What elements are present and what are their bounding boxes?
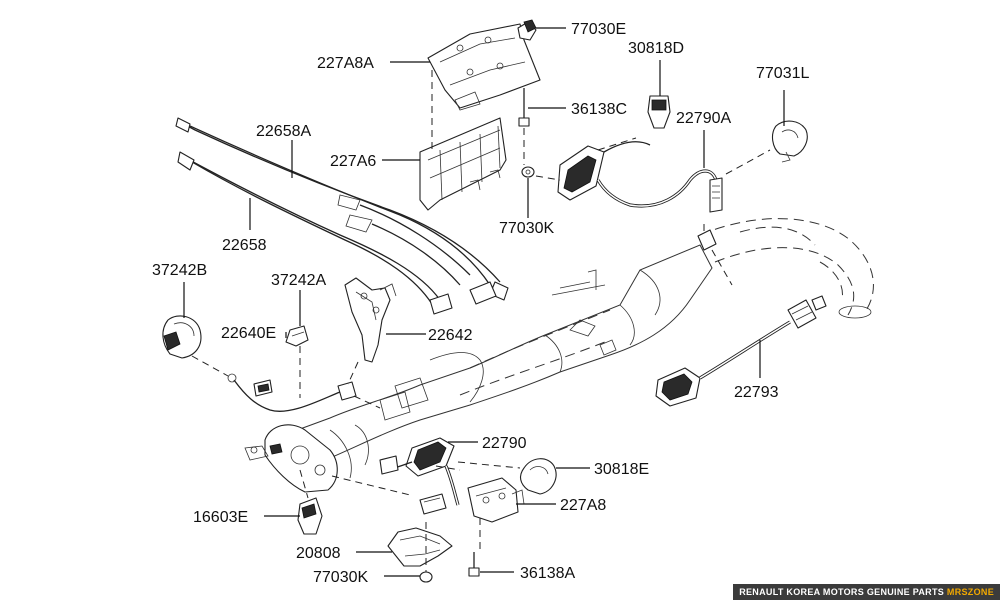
part-22658A-cable [175,117,509,305]
label-227A8: 227A8 [560,497,606,514]
exhaust-pipe-ghost [699,218,874,319]
label-227A6: 227A6 [330,153,376,170]
part-labels: 77030E 30818D 227A8A 77031L 36138C 22790… [152,21,809,586]
label-30818E: 30818E [594,461,649,478]
part-37242B-clip [162,315,202,359]
label-227A8A: 227A8A [317,55,374,72]
label-20808: 20808 [296,545,341,562]
label-22658A: 22658A [256,123,311,140]
watermark-text: RENAULT KOREA MOTORS GENUINE PARTS [739,587,945,597]
part-30818E-clip [519,458,557,495]
part-22793-sensor [655,295,827,407]
assembly-guides [191,70,771,572]
part-20808-shield [387,527,453,567]
part-22640E-sensor [227,373,357,412]
part-30818D-clip [647,95,671,129]
label-77030E: 77030E [571,21,626,38]
label-36138A: 36138A [520,565,575,582]
part-37242A-clip [285,325,309,347]
part-77031L-clip [771,120,808,163]
label-22642: 22642 [428,327,473,344]
label-16603E: 16603E [193,509,248,526]
pipe-clip-upper [697,229,717,251]
label-37242B: 37242B [152,262,207,279]
label-77030K-top: 77030K [499,220,554,237]
label-22790A: 22790A [676,110,731,127]
part-22642-bracket [344,277,397,363]
part-77030K-nut-top [521,166,535,178]
label-36138C: 36138C [571,101,627,118]
label-37242A: 37242A [271,272,326,289]
label-22640E: 22640E [221,325,276,342]
turbo-flange [244,377,429,493]
label-77031L: 77031L [756,65,809,82]
part-227A8A-bracket [427,19,541,111]
part-22790-sensor-module [379,437,460,515]
part-22790A-sensor-module [557,141,723,213]
watermark-accent: MRSZONE [946,587,994,597]
part-22658-cable [177,151,471,315]
exhaust-pipe-body [269,244,713,476]
label-30818D: 30818D [628,40,684,57]
part-36138A-bolt [468,552,480,577]
label-77030K-bottom: 77030K [313,569,368,586]
label-22790: 22790 [482,435,527,452]
part-36138C-bolt [518,88,530,127]
part-227A6-heat-shield [419,117,507,211]
part-16603E-clip [297,497,323,535]
label-22793: 22793 [734,384,779,401]
label-22658: 22658 [222,237,267,254]
leader-lines [183,27,785,577]
part-77030K-nut-bottom [419,571,433,583]
part-227A8-bracket [467,477,525,523]
watermark-banner: RENAULT KOREA MOTORS GENUINE PARTS MRSZO… [733,584,1000,600]
